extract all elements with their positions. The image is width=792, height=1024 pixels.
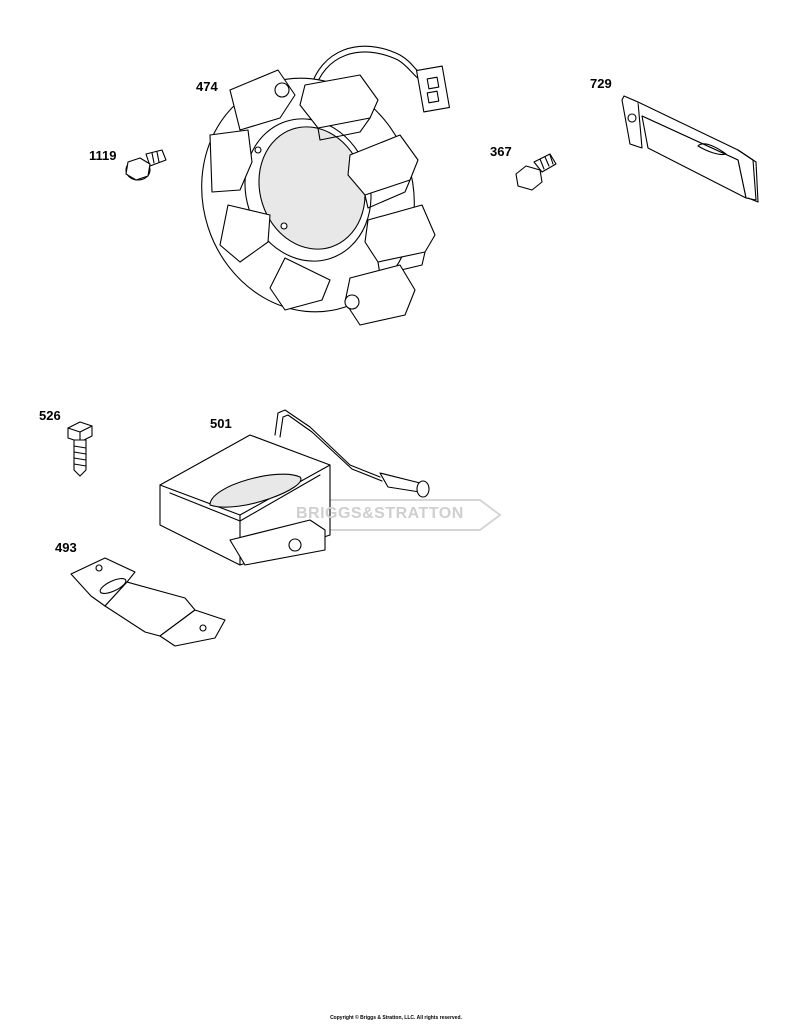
watermark-text: BRIGGS&STRATTON	[296, 505, 464, 522]
stator-474-drawing	[201, 45, 450, 326]
solenoid-501-drawing	[159, 409, 502, 566]
bolt-367-drawing	[515, 153, 557, 191]
callout-526: 526	[39, 408, 61, 423]
callout-1119: 1119	[89, 148, 117, 163]
callout-493: 493	[55, 540, 77, 555]
callout-729: 729	[590, 76, 612, 91]
bracket-493-drawing	[70, 557, 226, 647]
bracket-729-drawing	[621, 95, 759, 203]
callout-501: 501	[210, 416, 232, 431]
bolt-1119-drawing	[125, 149, 167, 181]
copyright-footer: Copyright © Briggs & Stratton, LLC. All …	[330, 1015, 462, 1021]
bolt-526-drawing	[67, 421, 93, 477]
callout-474: 474	[196, 79, 218, 94]
callout-367: 367	[490, 144, 512, 159]
